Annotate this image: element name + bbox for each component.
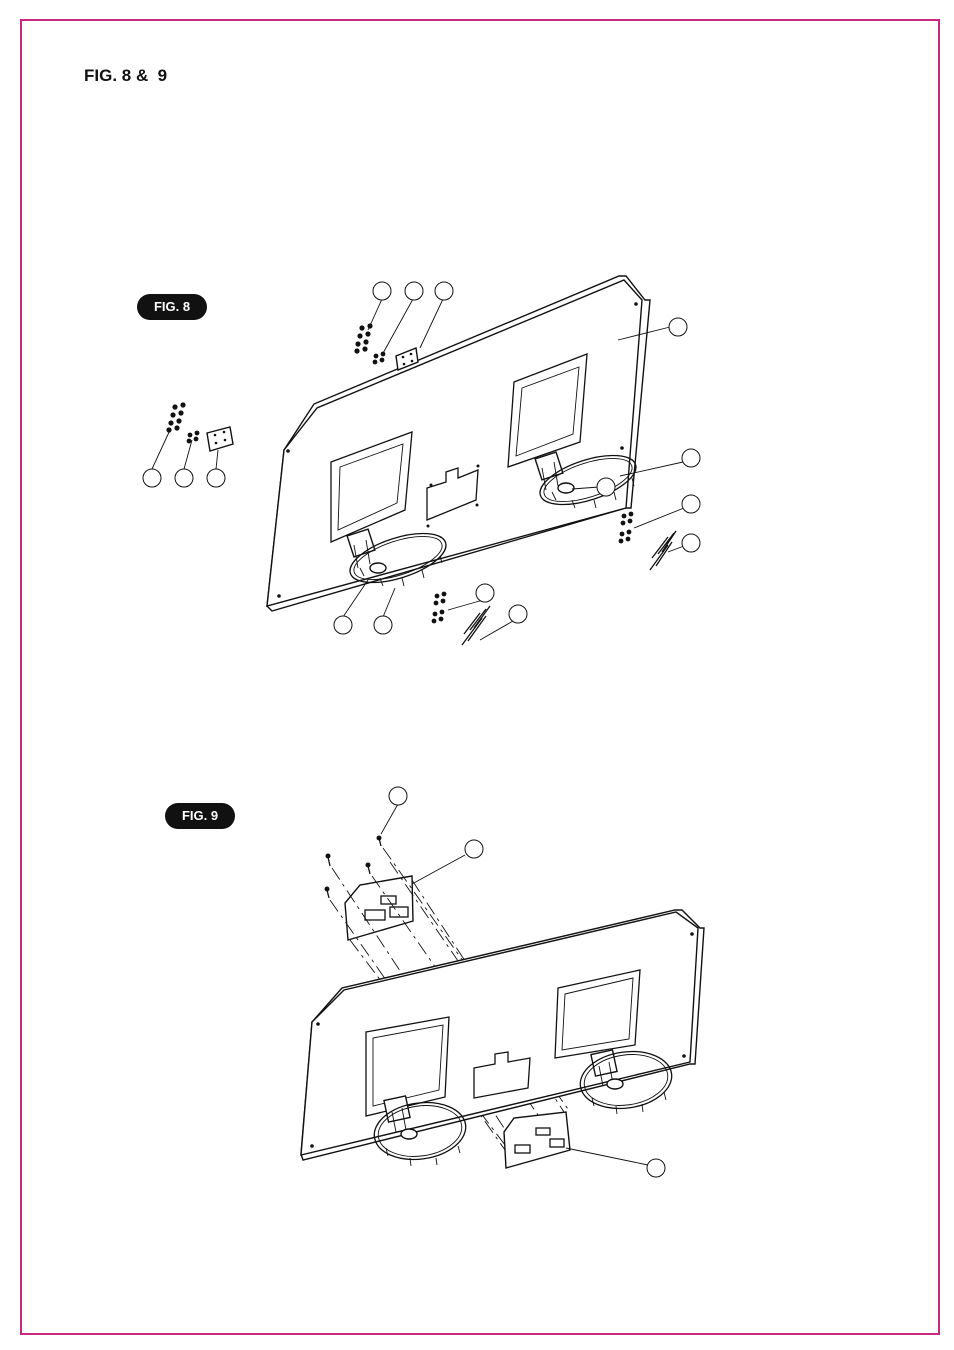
- fig8-drawing: [143, 276, 700, 645]
- fig9-drawing: [301, 787, 704, 1177]
- fig8-hardware-right: [619, 512, 676, 570]
- fig9-backboard: [301, 912, 698, 1155]
- fig8-hardware-left: [166, 402, 233, 451]
- fig9-rear-plate: [504, 1112, 570, 1168]
